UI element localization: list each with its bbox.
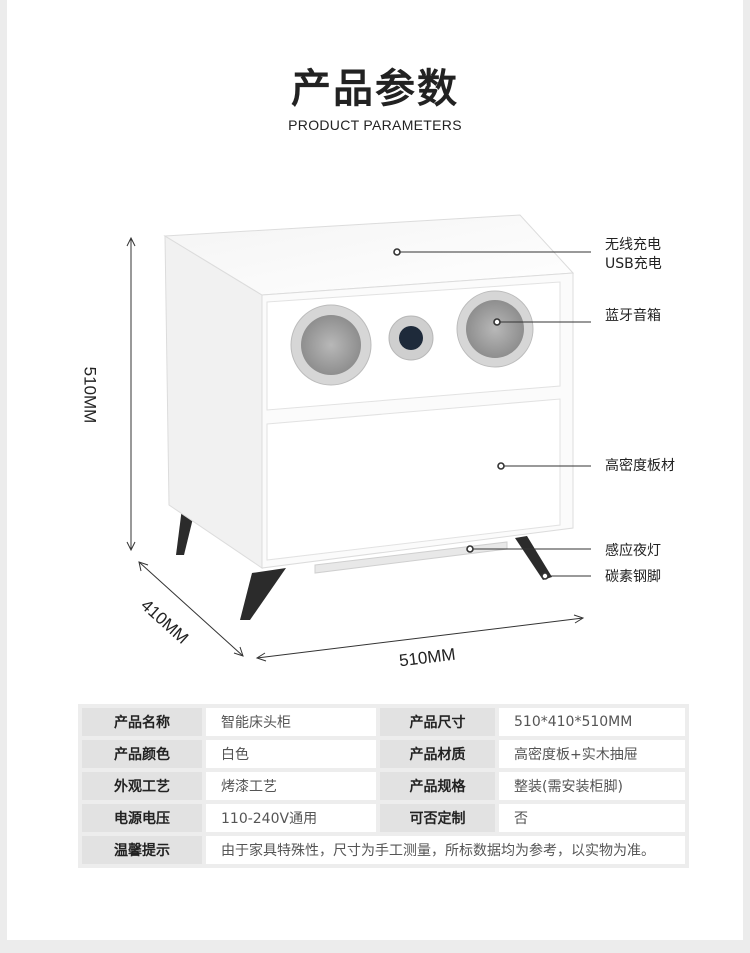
page: 产品参数 PRODUCT PARAMETERS xyxy=(7,0,743,940)
param-key: 产品尺寸 xyxy=(380,708,495,736)
lens-icon xyxy=(399,326,423,350)
param-key: 产品名称 xyxy=(82,708,202,736)
param-value: 智能床头柜 xyxy=(206,708,376,736)
param-value: 整装(需安装柜脚) xyxy=(499,772,685,800)
table-row: 电源电压 110-240V通用 可否定制 否 xyxy=(82,804,685,832)
callout-wireless: 无线充电 xyxy=(605,237,661,253)
param-key: 产品颜色 xyxy=(82,740,202,768)
callout-lines xyxy=(397,251,591,577)
page-subtitle: PRODUCT PARAMETERS xyxy=(288,117,462,133)
table-row: 外观工艺 烤漆工艺 产品规格 整装(需安装柜脚) xyxy=(82,772,685,800)
param-key: 外观工艺 xyxy=(82,772,202,800)
param-value: 白色 xyxy=(206,740,376,768)
param-key: 产品规格 xyxy=(380,772,495,800)
dimension-lines xyxy=(126,236,585,662)
callout-speaker: 蓝牙音箱 xyxy=(605,308,661,324)
param-value: 否 xyxy=(499,804,685,832)
table-row: 产品颜色 白色 产品材质 高密度板+实木抽屉 xyxy=(82,740,685,768)
callout-nightlight: 感应夜灯 xyxy=(605,543,661,559)
note-value: 由于家具特殊性，尺寸为手工测量，所标数据均为参考，以实物为准。 xyxy=(206,836,685,864)
param-key: 产品材质 xyxy=(380,740,495,768)
callout-board: 高密度板材 xyxy=(605,458,675,474)
param-key: 可否定制 xyxy=(380,804,495,832)
params-table: 产品名称 智能床头柜 产品尺寸 510*410*510MM 产品颜色 白色 产品… xyxy=(78,704,689,868)
page-title: 产品参数 xyxy=(291,66,459,112)
param-value: 高密度板+实木抽屉 xyxy=(499,740,685,768)
table-row: 产品名称 智能床头柜 产品尺寸 510*410*510MM xyxy=(82,708,685,736)
dimension-height: 510MM xyxy=(80,366,100,424)
param-value: 110-240V通用 xyxy=(206,804,376,832)
callout-legs: 碳素钢脚 xyxy=(605,569,661,585)
cabinet xyxy=(163,214,575,620)
callout-usb: USB充电 xyxy=(605,256,662,272)
callout-dots xyxy=(393,248,549,580)
product-illustration xyxy=(126,214,591,662)
drawer-front xyxy=(266,398,561,561)
speaker-right-icon xyxy=(466,300,524,358)
leg-front-left xyxy=(240,568,286,620)
param-value: 510*410*510MM xyxy=(499,708,685,736)
note-key: 温馨提示 xyxy=(82,836,202,864)
leg-back-right xyxy=(515,536,552,580)
table-row-note: 温馨提示 由于家具特殊性，尺寸为手工测量，所标数据均为参考，以实物为准。 xyxy=(82,836,685,864)
speaker-left-icon xyxy=(301,315,361,375)
param-value: 烤漆工艺 xyxy=(206,772,376,800)
param-key: 电源电压 xyxy=(82,804,202,832)
